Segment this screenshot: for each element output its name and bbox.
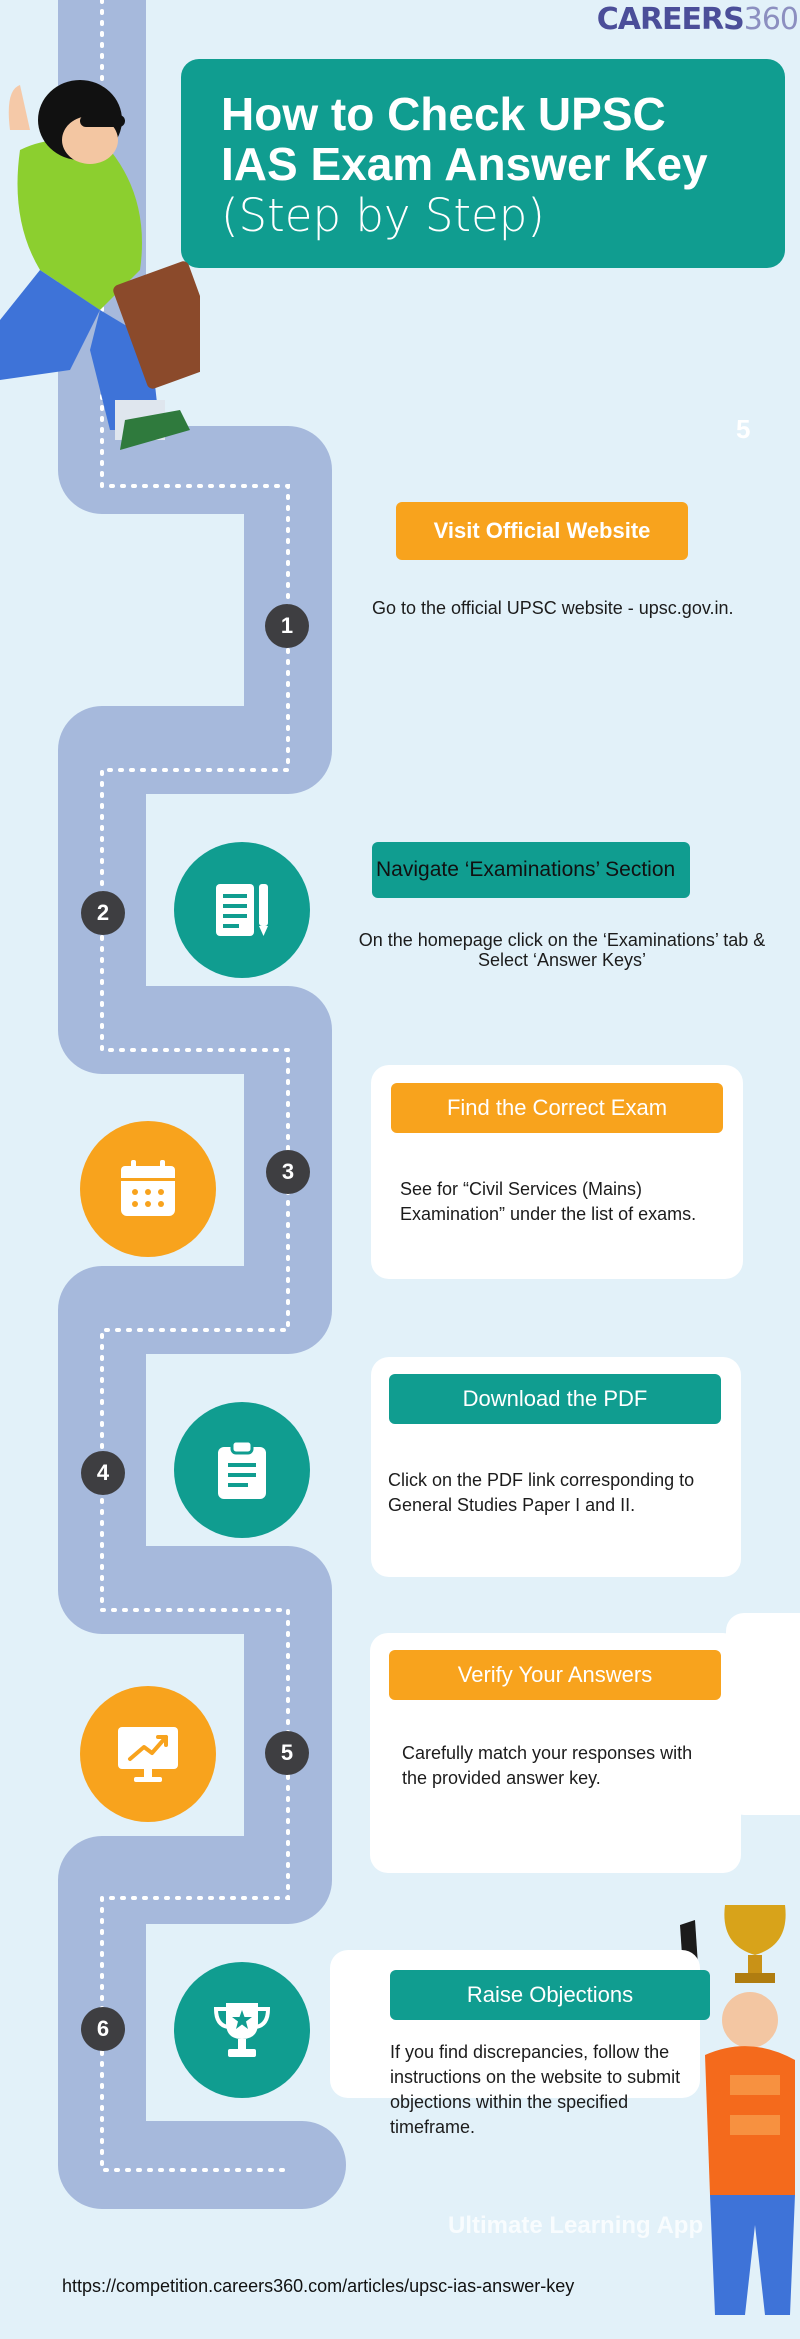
step-6-icon-circle xyxy=(174,1962,310,2098)
clipboard-icon xyxy=(218,1439,266,1499)
title-line-3: (Step by Step) xyxy=(221,189,545,242)
step-6-number: 6 xyxy=(81,2007,125,2051)
step-4-description: Click on the PDF link corresponding to G… xyxy=(388,1470,695,1515)
title-line-1: How to Check UPSC xyxy=(221,88,666,140)
step-5-number: 5 xyxy=(265,1731,309,1775)
step-3-icon-circle xyxy=(80,1121,216,1257)
logo-number: 360 xyxy=(743,2,799,37)
step-2-heading: Navigate ‘Examinations’ Section xyxy=(372,842,690,898)
careers360-logo[interactable]: CAREERS360 xyxy=(596,2,799,37)
step-4-number: 4 xyxy=(81,1451,125,1495)
step-5-icon-circle xyxy=(80,1686,216,1822)
title-banner: How to Check UPSC IAS Exam Answer Key (S… xyxy=(181,59,785,268)
step-6-description: If you find discrepancies, follow the in… xyxy=(390,2042,681,2137)
walking-woman-illustration xyxy=(0,80,200,450)
calendar-icon xyxy=(121,1160,175,1216)
step-1-description: Go to the official UPSC website - upsc.g… xyxy=(372,598,734,618)
step-3-number: 3 xyxy=(266,1150,310,1194)
step-2-number: 2 xyxy=(81,891,125,935)
step-5-heading: Verify Your Answers xyxy=(389,1650,721,1700)
logo-text: CAREERS xyxy=(596,2,745,37)
title-line-2: IAS Exam Answer Key xyxy=(221,138,708,190)
trophy-icon xyxy=(213,2003,271,2057)
step-6-heading: Raise Objections xyxy=(390,1970,710,2020)
stray-number: 5 xyxy=(736,414,751,444)
step-2-description: On the homepage click on the ‘Examinatio… xyxy=(358,930,766,970)
step-3-description: See for “Civil Services (Mains) Examinat… xyxy=(400,1179,697,1224)
monitor-chart-icon xyxy=(118,1727,178,1782)
step-2-icon-circle xyxy=(174,842,310,978)
step-3-heading: Find the Correct Exam xyxy=(391,1083,723,1133)
document-icon xyxy=(216,884,268,936)
step-4-icon-circle xyxy=(174,1402,310,1538)
step-1-number: 1 xyxy=(265,604,309,648)
source-url[interactable]: https://competition.careers360.com/artic… xyxy=(62,2276,575,2296)
app-promo-text: Ultimate Learning App xyxy=(448,2212,704,2239)
step-4-heading: Download the PDF xyxy=(389,1374,721,1424)
step-1-heading: Visit Official Website xyxy=(396,502,688,560)
step-5-description: Carefully match your responses with the … xyxy=(402,1743,693,1788)
